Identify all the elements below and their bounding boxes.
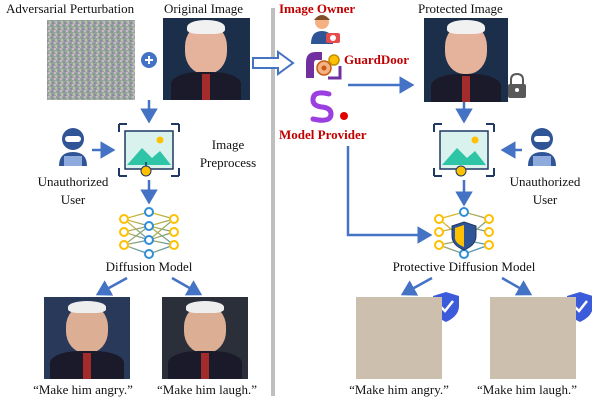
diffusion-model-label: Diffusion Model [105, 259, 193, 274]
output-image-laugh [162, 297, 248, 379]
image-preprocess-label-1: Image [211, 137, 245, 152]
caption-make-him-angry-left: “Make him angry.” [33, 382, 133, 397]
image-preprocess-icon-left [118, 123, 180, 177]
unauthorized-user-label-right-1: Unauthorized [509, 174, 581, 189]
caption-make-him-laugh-left: “Make him laugh.” [157, 382, 257, 397]
hacker-user-icon-right [528, 128, 556, 166]
guarddoor-label: GuardDoor [344, 52, 409, 67]
caption-make-him-angry-right: “Make him angry.” [349, 382, 449, 397]
protective-diffusion-model-icon [434, 207, 494, 259]
model-provider-logo [310, 90, 348, 123]
adversarial-perturbation-label: Adversarial Perturbation [6, 1, 135, 16]
original-image [163, 18, 250, 100]
padlock-icon [508, 72, 526, 98]
protective-diffusion-model-label: Protective Diffusion Model [392, 259, 536, 274]
protected-output-laugh [490, 297, 576, 379]
image-preprocess-label-2: Preprocess [199, 155, 257, 170]
diffusion-model-icon-left [119, 207, 179, 259]
image-owner-label: Image Owner [279, 1, 356, 16]
image-owner-icon [311, 15, 340, 44]
output-image-angry [44, 297, 130, 379]
unauthorized-user-label-left-1: Unauthorized [37, 174, 109, 189]
image-preprocess-icon-right [433, 123, 495, 177]
hacker-user-icon-left [59, 128, 87, 166]
guarddoor-icon [306, 52, 342, 80]
protected-output-angry [356, 297, 442, 379]
protected-image [424, 18, 508, 102]
original-image-label: Original Image [164, 1, 244, 16]
caption-make-him-laugh-right: “Make him laugh.” [477, 382, 577, 397]
protected-image-label: Protected Image [418, 1, 503, 16]
arrow-provider-to-protective [346, 146, 433, 244]
arrow-protective-to-laugh [501, 276, 533, 296]
adversarial-noise-image [47, 20, 135, 100]
hollow-arrow-to-guarddoor [252, 50, 295, 76]
arrow-diffusion-to-laugh [171, 276, 203, 296]
arrow-protective-to-angry [400, 276, 433, 296]
arrow-diffusion-to-angry [95, 276, 128, 296]
unauthorized-user-label-right-2: User [532, 192, 558, 207]
unauthorized-user-label-left-2: User [60, 192, 86, 207]
model-provider-label: Model Provider [279, 127, 367, 142]
